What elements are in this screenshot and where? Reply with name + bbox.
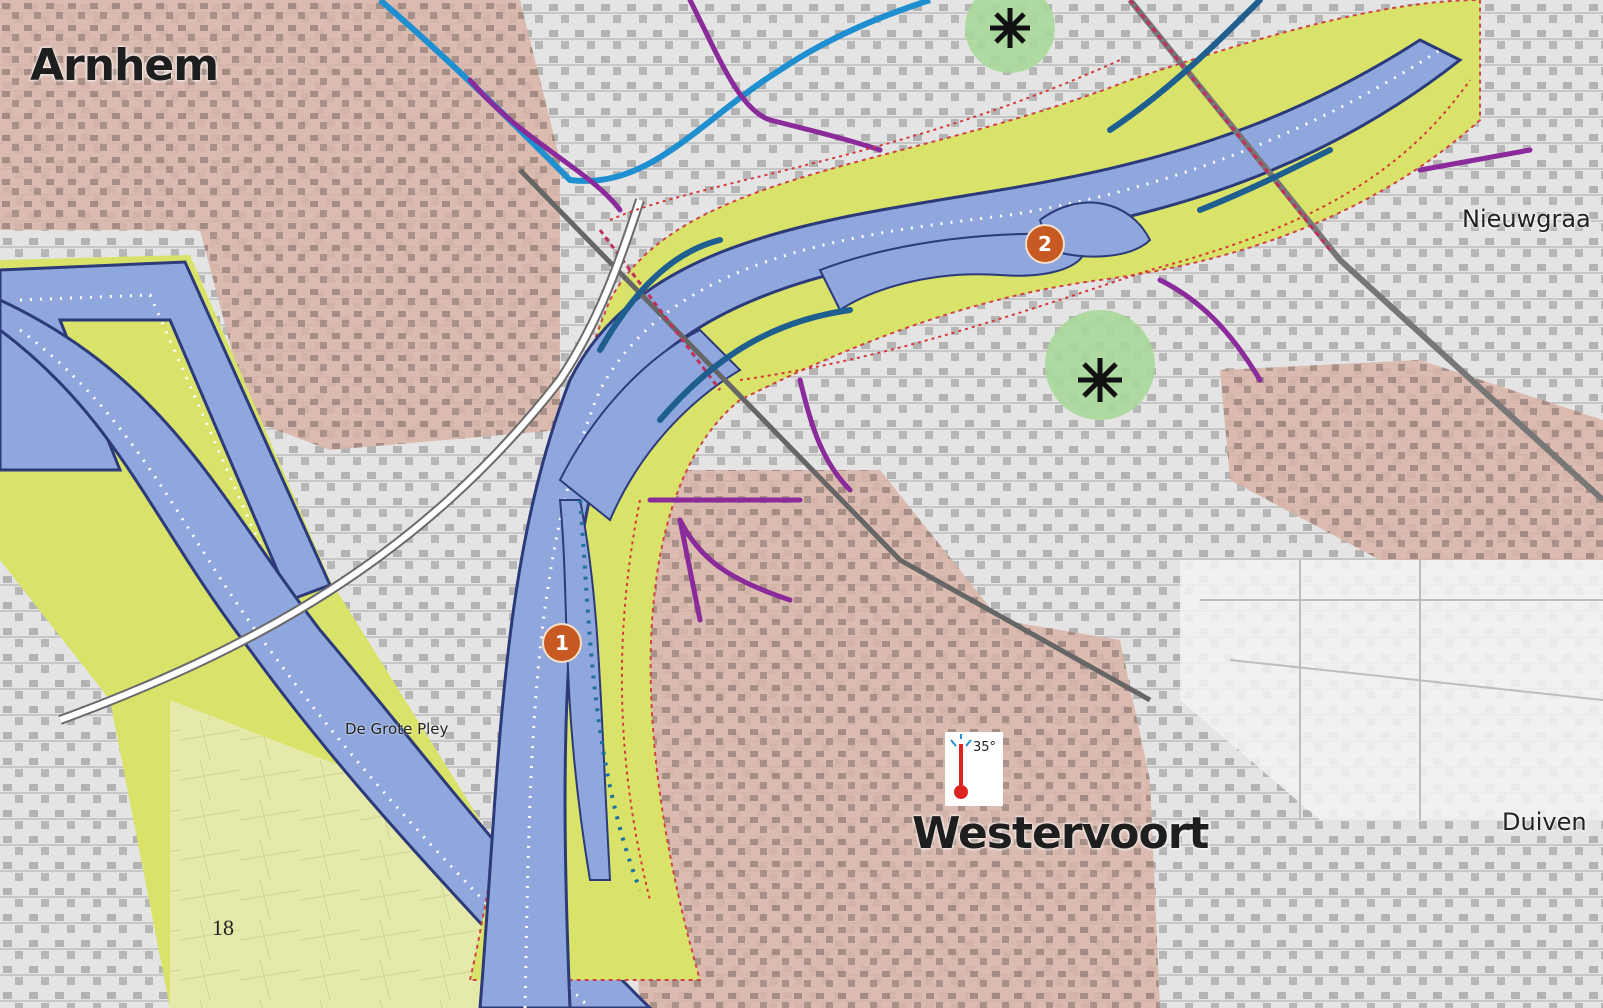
place-label-grote-pley: De Grote Pley [345, 720, 449, 738]
place-label-westervoort: Westervoort [912, 808, 1209, 859]
page-number: 18 [212, 915, 234, 940]
place-label-nieuwgraaf: Nieuwgraa [1462, 205, 1591, 233]
location-marker-1[interactable]: 1 [544, 625, 580, 661]
location-marker-2[interactable]: 2 [1027, 226, 1063, 262]
place-label-duiven: Duiven [1502, 808, 1587, 836]
thermometer-icon: 35° [945, 732, 1003, 806]
place-label-arnhem: Arnhem [30, 40, 219, 91]
thermometer-label: 35° [973, 740, 997, 755]
